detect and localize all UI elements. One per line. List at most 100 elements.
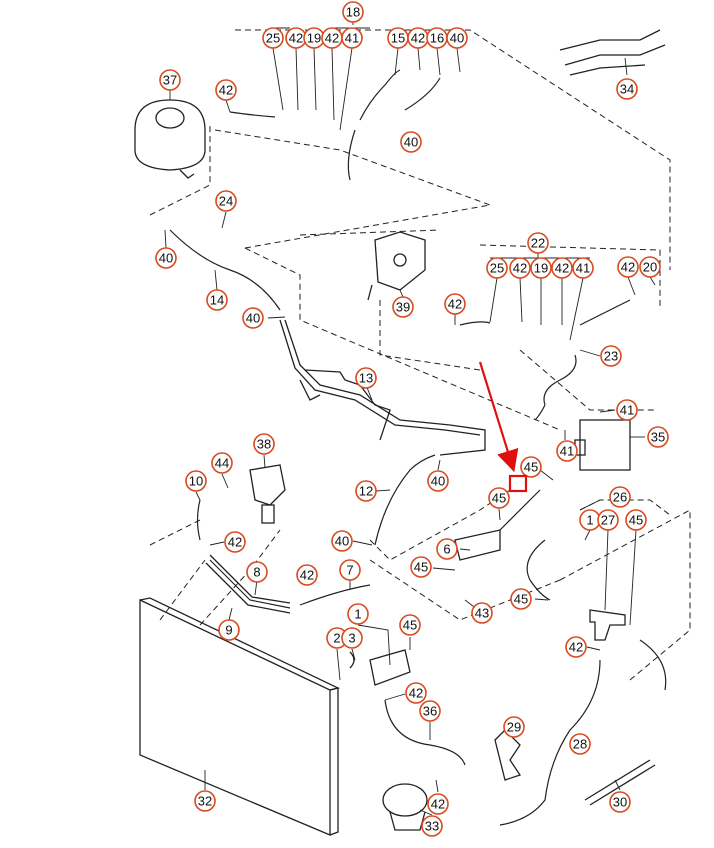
svg-text:45: 45 xyxy=(524,460,538,475)
callout-3: 3 xyxy=(341,627,363,649)
callout-1: 1 xyxy=(347,603,369,625)
svg-text:12: 12 xyxy=(359,484,373,499)
svg-text:29: 29 xyxy=(507,720,521,735)
callout-18: 18 xyxy=(342,1,364,23)
callout-32: 32 xyxy=(194,790,216,812)
callout-13: 13 xyxy=(355,367,377,389)
svg-text:3: 3 xyxy=(348,631,355,646)
svg-text:34: 34 xyxy=(620,82,634,97)
svg-text:25: 25 xyxy=(266,31,280,46)
callout-40: 40 xyxy=(242,307,264,329)
highlight-box xyxy=(508,474,528,493)
callout-34: 34 xyxy=(616,78,638,100)
svg-text:41: 41 xyxy=(560,444,574,459)
svg-text:28: 28 xyxy=(573,737,587,752)
svg-text:13: 13 xyxy=(359,371,373,386)
svg-text:30: 30 xyxy=(613,795,627,810)
svg-text:18: 18 xyxy=(346,5,360,20)
svg-text:27: 27 xyxy=(601,513,615,528)
callout-19: 19 xyxy=(530,257,552,279)
svg-text:43: 43 xyxy=(475,606,489,621)
svg-text:10: 10 xyxy=(189,474,203,489)
svg-text:24: 24 xyxy=(219,194,233,209)
svg-text:40: 40 xyxy=(404,135,418,150)
svg-text:45: 45 xyxy=(514,592,528,607)
callout-42: 42 xyxy=(427,793,449,815)
svg-text:22: 22 xyxy=(531,236,545,251)
callout-40: 40 xyxy=(400,131,422,153)
dashed-relation-lines xyxy=(149,29,691,681)
callout-6: 6 xyxy=(436,538,458,560)
callout-26: 26 xyxy=(609,486,631,508)
svg-text:2: 2 xyxy=(333,631,340,646)
svg-text:42: 42 xyxy=(325,31,339,46)
coolant-flange xyxy=(367,231,426,301)
callout-23: 23 xyxy=(600,345,622,367)
svg-text:45: 45 xyxy=(414,560,428,575)
callout-42: 42 xyxy=(565,636,587,658)
svg-text:40: 40 xyxy=(450,31,464,46)
callout-28: 28 xyxy=(569,733,591,755)
red-annotation xyxy=(478,361,528,493)
radiator xyxy=(139,597,340,836)
svg-text:41: 41 xyxy=(620,403,634,418)
callout-41: 41 xyxy=(572,257,594,279)
svg-text:16: 16 xyxy=(430,31,444,46)
svg-text:19: 19 xyxy=(307,31,321,46)
callout-42: 42 xyxy=(407,27,429,49)
svg-text:14: 14 xyxy=(210,293,224,308)
svg-text:32: 32 xyxy=(198,794,212,809)
svg-text:15: 15 xyxy=(391,31,405,46)
svg-text:40: 40 xyxy=(159,251,173,266)
callout-45: 45 xyxy=(410,556,432,578)
callout-42: 42 xyxy=(285,27,307,49)
svg-text:41: 41 xyxy=(345,31,359,46)
thermostat-housing xyxy=(249,464,286,524)
callout-45: 45 xyxy=(510,588,532,610)
svg-text:26: 26 xyxy=(613,490,627,505)
callout-36: 36 xyxy=(419,700,441,722)
svg-text:7: 7 xyxy=(346,563,353,578)
callout-40: 40 xyxy=(446,27,468,49)
heater-pipes xyxy=(559,29,666,76)
svg-text:45: 45 xyxy=(492,491,506,506)
callout-numbers: 18 25 42 19 42 41 15 42 16 40 37 42 34 4… xyxy=(155,1,669,837)
svg-text:23: 23 xyxy=(604,349,618,364)
callout-10: 10 xyxy=(185,470,207,492)
callout-41: 41 xyxy=(556,440,578,462)
auxiliary-pump xyxy=(382,783,428,831)
callout-29: 29 xyxy=(503,716,525,738)
upper-hoses xyxy=(169,69,631,421)
oil-cooler xyxy=(574,419,631,471)
callout-41: 41 xyxy=(341,27,363,49)
callout-40: 40 xyxy=(331,530,353,552)
svg-text:8: 8 xyxy=(253,565,260,580)
red-arrow xyxy=(478,361,519,473)
callout-38: 38 xyxy=(253,433,275,455)
svg-text:19: 19 xyxy=(534,261,548,276)
svg-text:40: 40 xyxy=(431,474,445,489)
callout-20: 20 xyxy=(639,256,661,278)
callout-43: 43 xyxy=(471,602,493,624)
callout-45: 45 xyxy=(488,487,510,509)
callout-45: 45 xyxy=(399,614,421,636)
callout-42: 42 xyxy=(509,257,531,279)
coolant-pipe-assembly xyxy=(279,319,486,456)
callout-12: 12 xyxy=(355,480,377,502)
callout-40: 40 xyxy=(427,470,449,492)
svg-text:33: 33 xyxy=(425,819,439,834)
callout-25: 25 xyxy=(262,27,284,49)
svg-text:36: 36 xyxy=(423,704,437,719)
callout-42: 42 xyxy=(296,564,318,586)
svg-text:38: 38 xyxy=(257,437,271,452)
svg-text:41: 41 xyxy=(576,261,590,276)
svg-text:1: 1 xyxy=(354,607,361,622)
callout-14: 14 xyxy=(206,289,228,311)
svg-text:42: 42 xyxy=(228,535,242,550)
svg-text:6: 6 xyxy=(443,542,450,557)
svg-text:42: 42 xyxy=(289,31,303,46)
svg-text:44: 44 xyxy=(215,456,229,471)
callout-37: 37 xyxy=(159,69,181,91)
callout-40: 40 xyxy=(155,247,177,269)
callout-9: 9 xyxy=(218,619,240,641)
